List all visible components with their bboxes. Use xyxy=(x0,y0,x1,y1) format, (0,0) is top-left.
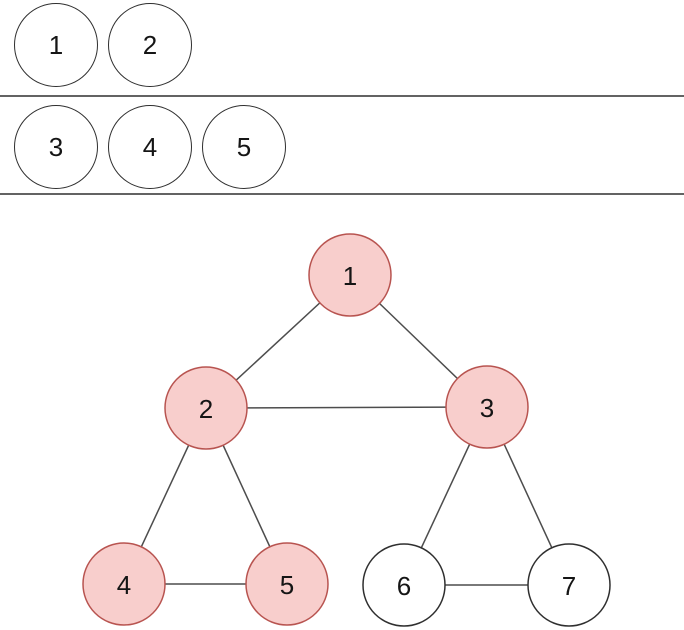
queue-node-label: 4 xyxy=(142,131,158,162)
graph-node-5: 5 xyxy=(245,542,329,626)
queue-row-1: 1 2 xyxy=(0,3,684,87)
graph-node-2: 2 xyxy=(164,366,248,450)
queue-node-label: 5 xyxy=(236,131,252,162)
graph-edge-2-3 xyxy=(205,406,488,409)
graph-node-circle xyxy=(362,543,446,627)
graph-node-7: 7 xyxy=(527,543,611,627)
graph-node-4: 4 xyxy=(82,542,166,626)
graph-node-1: 1 xyxy=(308,233,392,317)
queue-node-4: 4 xyxy=(108,105,192,189)
queue-node-label: 3 xyxy=(48,131,64,162)
queue-node-2: 2 xyxy=(108,3,192,87)
graph-node-circle xyxy=(308,233,392,317)
graph-node-3: 3 xyxy=(445,365,529,449)
queue-node-3: 3 xyxy=(14,105,98,189)
separator-line-2 xyxy=(0,193,684,195)
queue-node-label: 1 xyxy=(48,29,64,60)
graph-node-circle xyxy=(245,542,329,626)
graph-node-label: 7 xyxy=(562,571,576,601)
graph-node-label: 5 xyxy=(280,570,294,600)
graph-node-label: 3 xyxy=(480,393,494,423)
queue-node-label: 2 xyxy=(142,29,158,60)
separator-line-1 xyxy=(0,95,684,97)
graph-node-circle xyxy=(445,365,529,449)
graph-node-6: 6 xyxy=(362,543,446,627)
graph-node-label: 1 xyxy=(343,261,357,291)
queue-node-1: 1 xyxy=(14,3,98,87)
graph-node-circle xyxy=(164,366,248,450)
graph-node-label: 2 xyxy=(199,394,213,424)
queue-section: 1 2 3 4 5 xyxy=(0,0,684,195)
graph-node-label: 4 xyxy=(117,570,131,600)
queue-node-5: 5 xyxy=(202,105,286,189)
graph-node-circle xyxy=(527,543,611,627)
graph-node-circle xyxy=(82,542,166,626)
queue-row-2: 3 4 5 xyxy=(0,105,684,189)
graph-node-label: 6 xyxy=(397,571,411,601)
